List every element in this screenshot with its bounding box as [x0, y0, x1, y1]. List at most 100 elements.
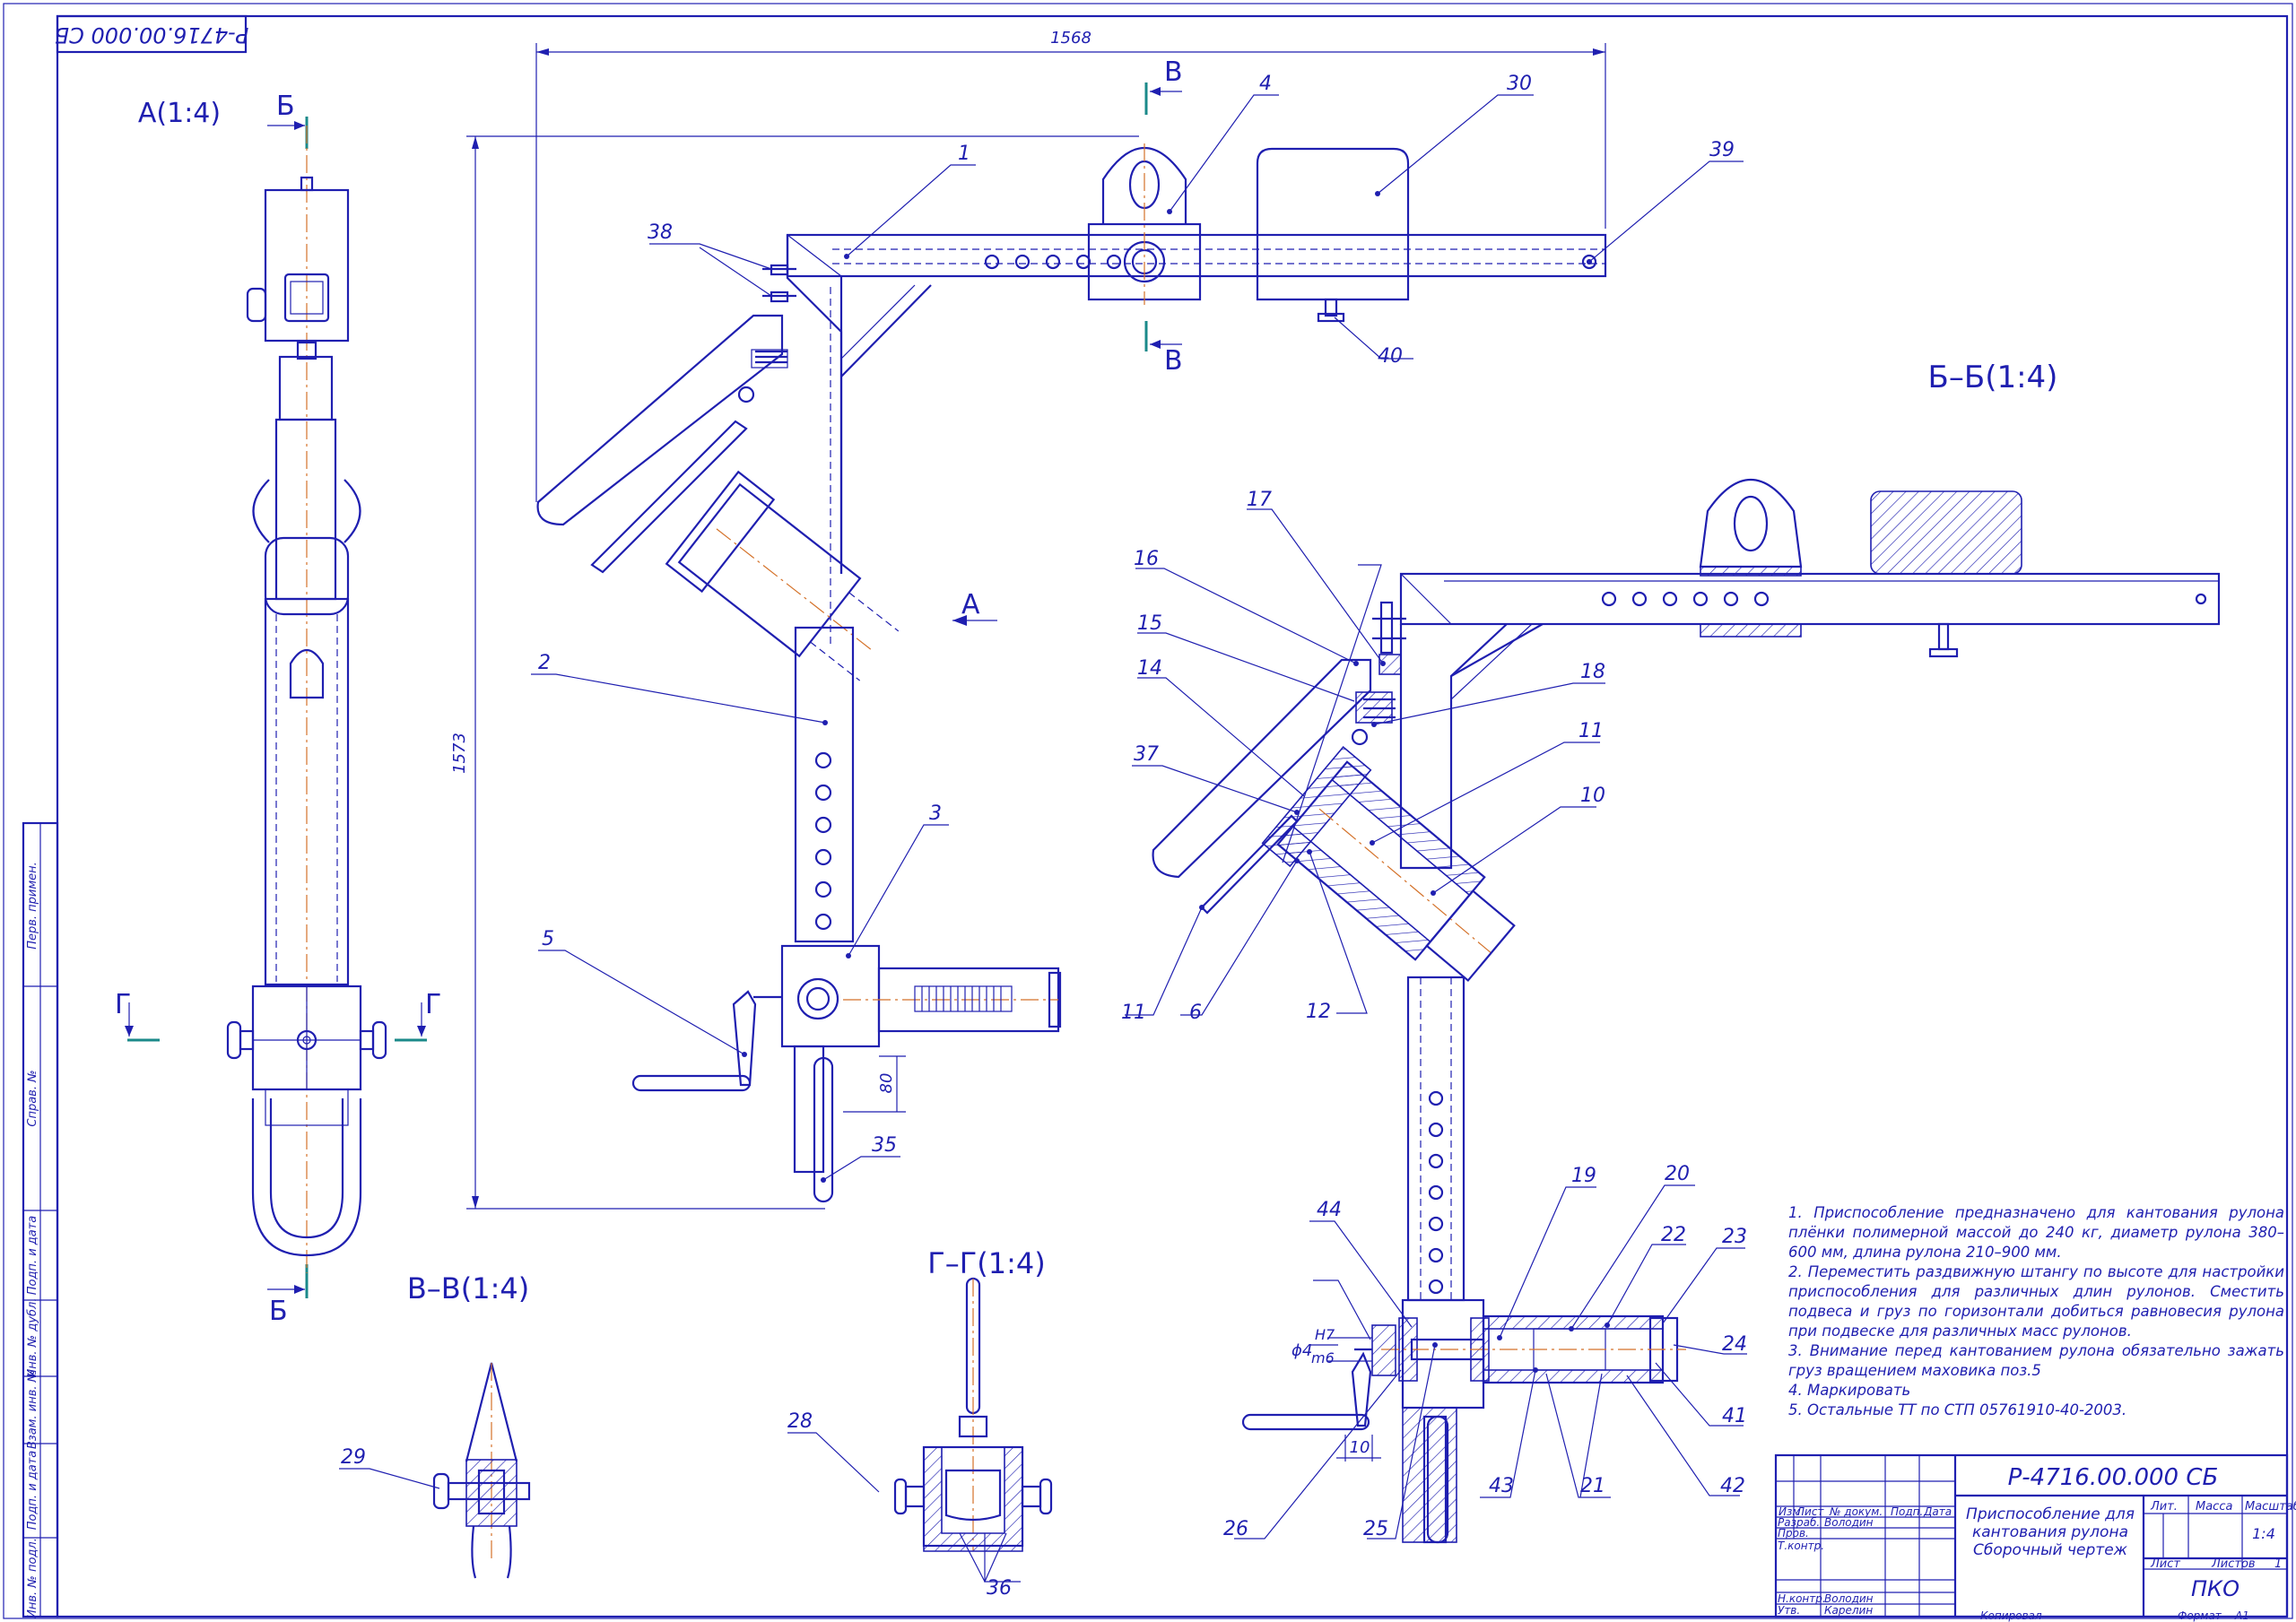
cut-g-right: Г [425, 989, 441, 1020]
callout-17: 17 [1247, 489, 1272, 511]
tb-name-2: кантования рулона [1972, 1523, 2128, 1541]
callout-26: 26 [1223, 1518, 1248, 1540]
dim-10: 10 [1350, 1438, 1370, 1457]
callout-20: 20 [1665, 1163, 1690, 1185]
tb-nkontr: Н.контр. [1778, 1592, 1826, 1605]
tb-designation: Р-4716.00.000 СБ [2008, 1464, 2219, 1491]
callout-22: 22 [1661, 1224, 1686, 1246]
callout-43: 44 [1317, 1199, 1342, 1221]
tb-name-1: Приспособление для [1966, 1505, 2135, 1523]
view-a-tube [264, 597, 350, 986]
strip-podp-data-1: Подп. и дата [26, 1216, 39, 1296]
callout-19: 19 [1571, 1165, 1596, 1187]
fit-h7: H7 [1315, 1326, 1335, 1343]
tb-sheet-label: Лист [2150, 1557, 2180, 1571]
callout-3: 3 [929, 802, 942, 825]
main-beam [786, 233, 1607, 278]
callout-25: 25 [1363, 1518, 1388, 1540]
callout-15: 15 [1137, 612, 1162, 635]
tb-list: Лист [1796, 1505, 1824, 1518]
tb-doc: № докум. [1829, 1505, 1883, 1518]
callout-4: 4 [1259, 73, 1272, 95]
bb-fork-arm [1152, 658, 1372, 879]
strip-inv-dubl: Инв. № дубл. [26, 1298, 39, 1378]
tb-format-value: А1 [2234, 1609, 2249, 1622]
callout-12: 12 [1306, 1001, 1331, 1023]
tb-izm: Изм [1779, 1505, 1800, 1518]
handle-5 [631, 1074, 752, 1092]
tb-tkontr: Т.контр. [1778, 1540, 1824, 1552]
note-5: 5. Остальные ТТ по СТП 05761910-40-2003. [1788, 1401, 2127, 1418]
section-bb-title: Б–Б(1:4) [1928, 360, 2058, 395]
callout-21: 21 [1580, 1475, 1605, 1497]
cut-v-bottom: В [1164, 345, 1183, 377]
fit-m6: m6 [1311, 1349, 1335, 1366]
bb-beam [1399, 572, 2221, 626]
tb-format-label: Формат [2178, 1609, 2222, 1622]
outer-trim-frame [3, 3, 2293, 1619]
callout-39: 36 [987, 1577, 1012, 1600]
tb-sheets-value: 1 [2274, 1557, 2282, 1571]
tb-razrab: Разраб. [1778, 1516, 1820, 1529]
dim-1568: 1568 [1050, 29, 1091, 48]
bb-suspension-eye [1699, 479, 1803, 568]
bottom-clamp-3 [780, 944, 881, 1048]
callout-30: 35 [872, 1134, 897, 1157]
view-a-title: А(1:4) [138, 98, 221, 129]
tb-org: ПКО [2191, 1576, 2239, 1601]
top-left-stamp: Р-4716.00.000 СБ [55, 14, 249, 54]
strip-vzam-inv: Взам. инв. № [26, 1370, 39, 1449]
view-a-upper-rod [274, 418, 337, 601]
callout-6: 6 [1189, 1002, 1202, 1024]
callout-13: 11 [1121, 1002, 1146, 1024]
cut-v-top: В [1164, 56, 1183, 88]
view-arrow-a: А [961, 589, 980, 620]
section-gg: Г–Г(1:4) [893, 1246, 1053, 1552]
note-4: 4. Маркировать [1788, 1382, 1911, 1399]
tb-scale-value: 1:4 [2252, 1525, 2275, 1542]
note-1: 1. Приспособление предназначено для кант… [1788, 1204, 2284, 1261]
callout-5: 5 [542, 928, 554, 950]
callout-29: 30 [1507, 73, 1532, 95]
callout-10: 10 [1580, 785, 1605, 807]
view-a-suspension-block [264, 188, 350, 343]
drawing-frame [56, 14, 2289, 1618]
callout-28: 29 [341, 1446, 366, 1469]
strip-podp-data-2: Подп. и дата [26, 1451, 39, 1531]
sliding-rod-2 [794, 626, 855, 943]
fit-dia: ϕ4 [1292, 1341, 1312, 1360]
section-gg-title: Г–Г(1:4) [927, 1246, 1046, 1280]
tb-sign: Подп. [1891, 1505, 1923, 1518]
tb-sheets-label: Листов [2211, 1557, 2256, 1571]
title-block: Изм Лист № докум. Подп. Дата Разраб. Вол… [1774, 1453, 2296, 1622]
tb-name-3: Сборочный чертеж [1973, 1541, 2128, 1559]
cut-b-top: Б [276, 91, 295, 122]
tb-copied: Копировал [1980, 1609, 2042, 1622]
technical-requirements: 1. Приспособление предназначено для кант… [1788, 1203, 2284, 1420]
callout-27: 28 [787, 1410, 813, 1433]
fork-arm [536, 314, 784, 526]
callout-16: 16 [1134, 548, 1159, 570]
strip-sprav-no: Справ. № [26, 1070, 39, 1126]
section-bb: Б–Б(1:4) [1152, 360, 2221, 1544]
callout-36: 38 [648, 221, 673, 244]
note-3: 3. Внимание перед кантованием рулона обя… [1788, 1342, 2284, 1379]
tb-lit: Лит. [2150, 1500, 2178, 1514]
top-left-stamp-text: Р-4716.00.000 СБ [55, 22, 249, 48]
callout-37: 39 [1709, 139, 1735, 161]
view-a: А(1:4) Б Б Г Г [115, 91, 441, 1327]
callout-1: 1 [958, 143, 970, 165]
tb-scale: Масштаб [2245, 1500, 2296, 1514]
callout-42: 43 [1489, 1475, 1514, 1497]
tb-razrab-name: Володин [1824, 1516, 1874, 1529]
callout-23: 23 [1722, 1226, 1747, 1248]
dim-80: 80 [877, 1073, 896, 1094]
cut-g-left: Г [115, 989, 131, 1020]
tb-date: Дата [1923, 1505, 1952, 1518]
tb-prov: Пров. [1778, 1527, 1809, 1540]
note-2: 2. Переместить раздвижную штангу по высо… [1788, 1263, 2284, 1340]
callout-41: 42 [1720, 1475, 1745, 1497]
cut-b-bottom: Б [269, 1296, 288, 1327]
part-callouts: 1 2 3 4 5 30 35 38 39 40 12 6 11 10 11 1… [339, 73, 1747, 1600]
